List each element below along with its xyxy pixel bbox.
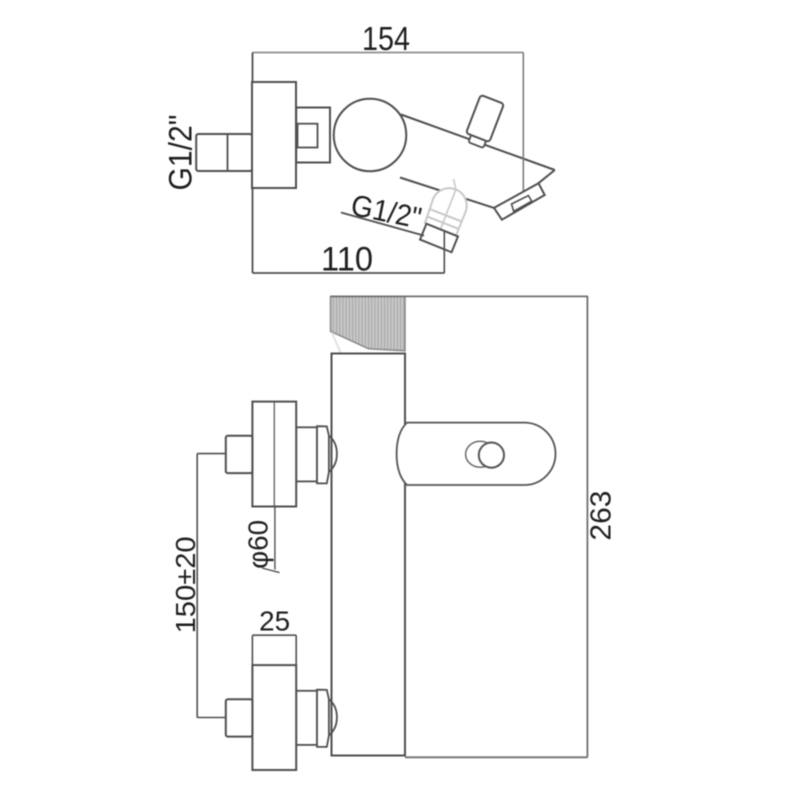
svg-text:150±20: 150±20 [170, 536, 201, 633]
svg-text:25: 25 [259, 606, 290, 637]
svg-text:263: 263 [586, 491, 618, 541]
svg-text:154: 154 [362, 20, 410, 57]
svg-text:110: 110 [321, 241, 373, 279]
svg-text:φ60: φ60 [243, 520, 274, 569]
svg-text:G1/2": G1/2" [163, 115, 199, 191]
